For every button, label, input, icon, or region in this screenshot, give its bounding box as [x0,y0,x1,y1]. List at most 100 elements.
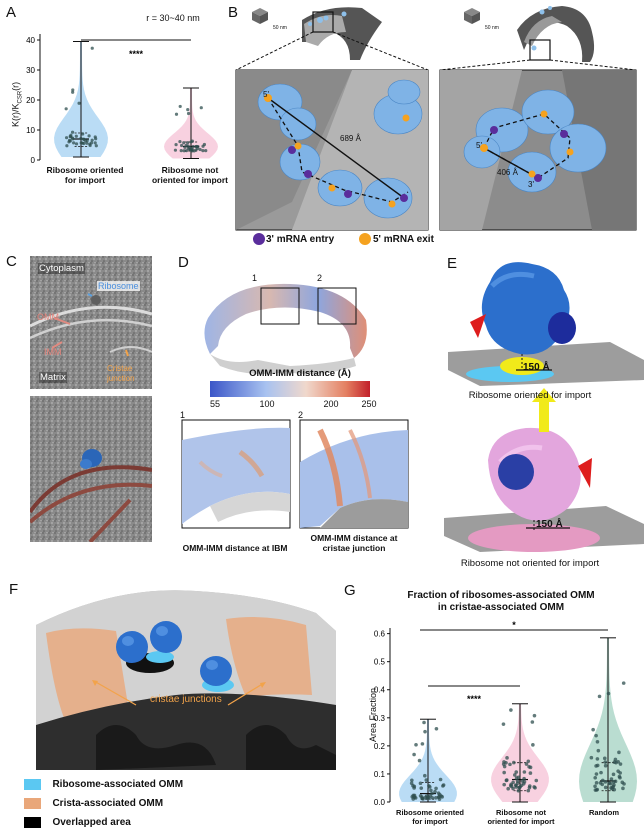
data-point [414,742,418,747]
y-tick-label: 20 [26,96,35,105]
data-point [598,781,603,785]
f-legend-item-crista-omm: Crista-associated OMM [24,795,163,813]
data-point [178,104,182,109]
data-point [174,143,178,147]
legend-label: Overlapped area [52,817,131,829]
data-point [504,778,509,783]
data-point [74,134,78,138]
data-point [64,136,69,140]
data-point [409,781,414,786]
data-point [90,138,94,142]
panel-g-letter: G [344,582,356,599]
scale-cube-right [464,8,480,24]
data-point [441,784,445,788]
panel-e-dist-bottom: 150 Å [536,519,563,530]
data-point [71,88,75,92]
data-point [618,771,622,775]
y-tick-label: 0.0 [374,798,386,807]
y-tick-label: 0 [31,156,36,165]
legend-label: Crista-associated OMM [52,798,164,810]
panel-e-caption-top: Ribosome oriented for import [468,390,592,401]
data-point [412,784,417,789]
panel-b-letter: B [228,4,239,21]
data-point [515,779,520,783]
data-point [74,142,79,146]
legend-label: Ribosome-associated OMM [52,779,184,791]
panel-a-title: r = 30~40 nm [146,13,200,23]
data-point [595,763,600,768]
data-point [422,720,426,725]
data-point [593,775,598,780]
panel-g-xlabel-3: Random [589,808,619,817]
data-point [527,784,532,788]
data-point [88,143,92,148]
data-point [528,765,533,770]
data-point [174,112,179,116]
data-point [93,141,97,145]
f-legend-item-ribosome-omm: Ribosome-associated OMM [24,776,183,794]
data-point [423,729,427,734]
data-point [620,780,625,785]
data-point [201,149,205,153]
inset-label-1: 1 [180,410,186,420]
data-point [611,772,616,777]
mito-surface-right [517,6,595,62]
data-point [82,141,86,146]
data-point [179,149,183,153]
data-point [410,778,414,783]
data-point [595,739,600,744]
data-point [512,760,516,765]
data-point [514,783,518,788]
data-point [594,733,598,738]
data-point [524,762,529,766]
data-point [182,149,186,153]
colorbar-tick-200: 200 [323,399,339,409]
data-point [420,796,425,801]
data-point [603,785,608,790]
panel-c-letter: C [6,253,17,270]
data-point [514,770,519,774]
panel-d-figure [181,283,409,529]
panel-b-5prime-left: 5' [263,90,269,99]
data-point [617,750,621,755]
data-point [79,136,83,141]
data-point [609,777,614,781]
data-point [603,763,608,768]
panel-a-ylabel: K(r)/KCSR(r) [10,81,24,127]
data-point [427,784,431,788]
label-cytoplasm: Cytoplasm [38,263,85,274]
data-point [501,722,506,726]
y-tick-label: 10 [26,126,35,135]
data-point [173,148,178,152]
data-point [597,694,602,699]
data-point [434,726,439,731]
data-point [607,781,612,785]
y-tick-label: 0.5 [374,658,386,667]
y-tick-label: 0.3 [374,714,386,723]
data-point [198,147,202,152]
panel-d-letter: D [178,254,189,271]
data-point [513,773,517,777]
panel-b-scale-left: 50 nm [273,25,287,31]
data-point [433,789,437,794]
data-point [506,786,510,791]
panel-b-dist-left: 689 Å [340,134,361,143]
data-point [603,760,608,764]
data-point [184,143,188,148]
mito-ring-surface [204,283,367,358]
data-point [429,788,433,793]
data-point [618,762,623,766]
data-point [426,795,430,800]
data-point [82,137,86,141]
significance-label-mid: **** [467,694,482,704]
data-point [528,771,533,775]
data-point [589,755,594,760]
panel-b-scale-right: 50 nm [485,25,499,31]
colorbar-tick-100: 100 [259,399,275,409]
data-point [191,144,195,149]
